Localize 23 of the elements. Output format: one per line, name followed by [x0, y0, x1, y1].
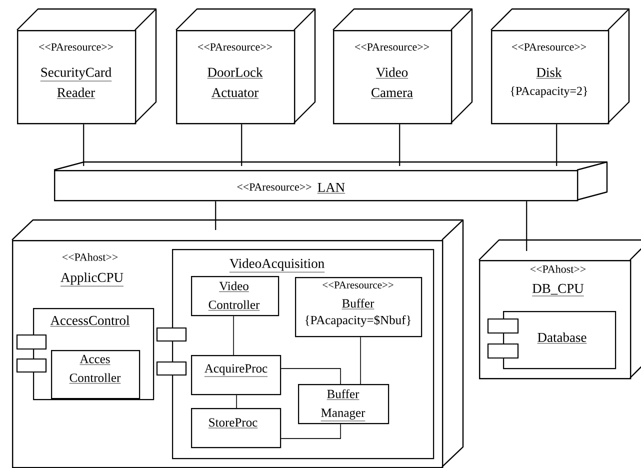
connector-line — [280, 424, 341, 439]
connector-line — [241, 124, 242, 166]
network-node: <<PAresource>> LAN — [54, 161, 608, 202]
connector-line — [360, 336, 361, 384]
object-box: Buffer Manager — [298, 384, 390, 424]
connector-line — [399, 124, 400, 166]
component-box: Database — [487, 311, 616, 370]
device-node: <<PAresource>> Video Camera — [332, 8, 473, 124]
object-box: <<PAresource>> Buffer {PAcapacity=$Nbuf} — [295, 277, 422, 338]
object-box: StoreProc — [191, 408, 282, 448]
object-box: AcquireProc — [191, 355, 282, 396]
device-node: <<PAresource>> SecurityCard Reader — [16, 8, 157, 124]
connector-line — [556, 124, 558, 166]
connector-line — [233, 316, 234, 356]
connector-line — [236, 394, 237, 408]
connector-line — [215, 201, 216, 230]
object-box: Video Controller — [191, 276, 280, 316]
device-node: <<PAresource>> DoorLock Actuator — [176, 8, 316, 124]
device-node: <<PAresource>> Disk {PAcapacity=2} — [490, 8, 630, 124]
connector-line — [280, 368, 341, 384]
connector-line — [526, 201, 528, 251]
connector-line — [83, 124, 84, 166]
object-box: Acces Controller — [51, 350, 140, 400]
